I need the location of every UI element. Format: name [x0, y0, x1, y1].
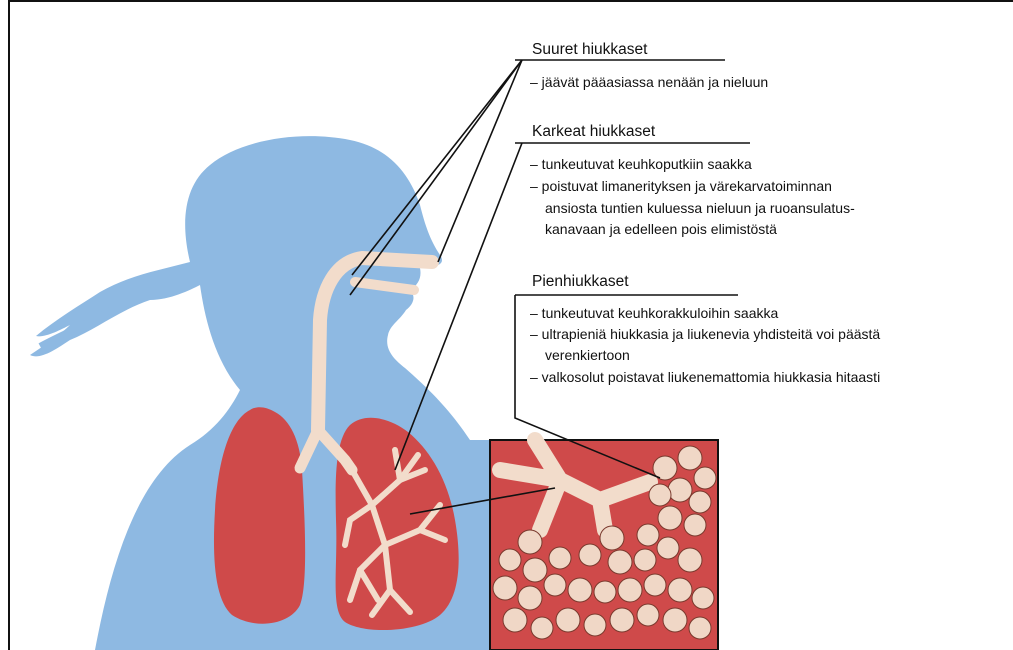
- callout-large-line-2: [438, 60, 522, 262]
- large-particles-heading: Suuret hiukkaset: [532, 40, 647, 59]
- coarse-particles-item-3: ansiosta tuntien kuluessa nieluun ja ruo…: [545, 199, 855, 217]
- fine-particles-item-1: – tunkeutuvat keuhkorakkuloihin saakka: [530, 304, 778, 322]
- alveoli-inset: [490, 440, 718, 650]
- coarse-particles-heading: Karkeat hiukkaset: [532, 122, 655, 141]
- fine-particles-item-3: verenkiertoon: [545, 346, 630, 364]
- coarse-particles-item-4: kanavaan ja edelleen pois elimistöstä: [545, 220, 777, 238]
- coarse-particles-item-1: – tunkeutuvat keuhkoputkiin saakka: [530, 155, 752, 173]
- coarse-particles-item-2: – poistuvat limanerityksen ja värekarvat…: [530, 177, 832, 195]
- large-particles-item-1: – jäävät pääasiassa nenään ja nieluun: [530, 73, 768, 91]
- fine-particles-item-4: – valkosolut poistavat liukenemattomia h…: [530, 368, 880, 386]
- fine-particles-heading: Pienhiukkaset: [532, 272, 629, 291]
- fine-particles-item-2: – ultrapieniä hiukkasia ja liukenevia yh…: [530, 325, 880, 343]
